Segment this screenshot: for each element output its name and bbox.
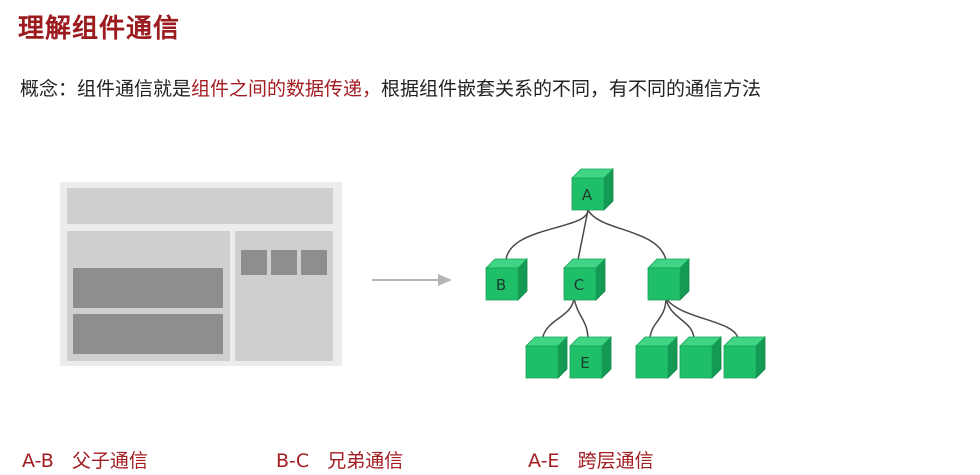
- cube-label: E: [580, 354, 589, 372]
- cube-node-b: B: [485, 258, 528, 301]
- component-tree-diagram: A B C E: [485, 168, 766, 379]
- page-layout-wireframe: [60, 182, 342, 366]
- footer-code: A-B: [22, 450, 54, 472]
- concept-prefix: 概念：组件通信就是: [20, 78, 192, 100]
- cube-node-c-child: [525, 336, 568, 379]
- footer-code: A-E: [528, 450, 560, 472]
- wireframe-block: [73, 268, 223, 308]
- footer-item-cross-level: A-E 跨层通信: [528, 446, 654, 473]
- footer-label: 跨层通信: [577, 450, 654, 472]
- cube-node-c: C: [563, 258, 606, 301]
- concept-suffix: 根据组件嵌套关系的不同，有不同的通信方法: [381, 78, 762, 100]
- cube-node-e: E: [569, 336, 612, 379]
- arrow-right-icon: [372, 274, 452, 286]
- cube-node-d: [647, 258, 690, 301]
- footer-item-parent-child: A-B 父子通信: [22, 446, 148, 473]
- cube-label: B: [496, 276, 506, 294]
- footer-code: B-C: [276, 450, 310, 472]
- cube-node-d-child: [723, 336, 766, 379]
- footer-label: 父子通信: [71, 450, 148, 472]
- cube-node-a: A: [571, 168, 614, 211]
- footer-label: 兄弟通信: [327, 450, 404, 472]
- cube-node-d-child: [635, 336, 678, 379]
- wireframe-small-block: [301, 250, 327, 275]
- wireframe-small-block: [241, 250, 267, 275]
- page-title: 理解组件通信: [18, 14, 181, 44]
- wireframe-header: [67, 188, 333, 224]
- concept-text: 概念：组件通信就是组件之间的数据传递，根据组件嵌套关系的不同，有不同的通信方法: [20, 74, 761, 101]
- footer-item-sibling: B-C 兄弟通信: [276, 446, 403, 473]
- cube-label: C: [574, 276, 584, 294]
- concept-highlight: 组件之间的数据传递，: [191, 78, 382, 100]
- wireframe-main-panel: [67, 231, 230, 361]
- wireframe-block: [73, 314, 223, 354]
- wireframe-side-panel: [235, 231, 333, 361]
- cube-node-d-child: [679, 336, 722, 379]
- wireframe-small-block: [271, 250, 297, 275]
- cube-label: A: [582, 186, 593, 204]
